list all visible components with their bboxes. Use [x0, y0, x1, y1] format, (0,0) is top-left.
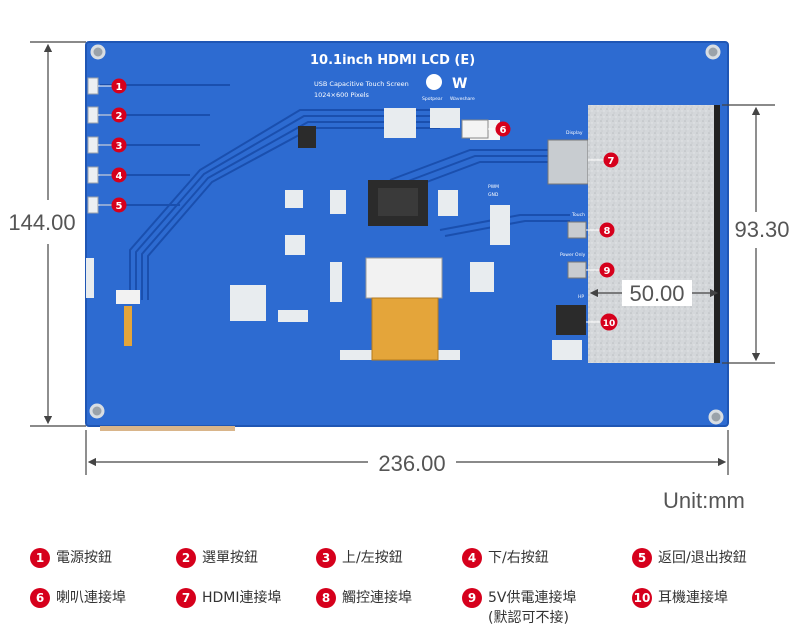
legend-text: 下/右按鈕 [488, 550, 549, 566]
legend-text: 5V供電連接埠 (默認可不接) [488, 590, 577, 626]
svg-text:10: 10 [603, 319, 616, 329]
callout-badge-4: 4 [111, 167, 127, 183]
legend-num: 7 [176, 588, 196, 608]
unit-label: Unit:mm [663, 488, 745, 513]
callout-badge-5: 5 [111, 197, 127, 213]
legend-text: 選單按鈕 [202, 550, 258, 566]
dim-label-bg-inner [622, 280, 692, 306]
callout-badge-7: 7 [603, 152, 619, 168]
svg-text:5: 5 [116, 201, 123, 212]
board-title: 10.1inch HDMI LCD (E) [310, 53, 475, 68]
legend-item-6: 6 喇叭連接埠 [30, 588, 126, 608]
label-gnd: GND [488, 192, 499, 198]
label-touch: Touch [571, 212, 585, 218]
audio-jack [556, 305, 586, 335]
legend-item-1: 1 電源按鈕 [30, 548, 112, 568]
brand-2: Waveshare [450, 96, 475, 102]
touch-usb-port [567, 221, 587, 239]
board-subtitle-1: USB Capacitive Touch Screen [314, 80, 409, 88]
legend-item-4: 4 下/右按鈕 [462, 548, 549, 568]
svg-text:7: 7 [608, 156, 615, 167]
legend-num: 9 [462, 588, 482, 608]
legend-num: 3 [316, 548, 336, 568]
legend-num: 8 [316, 588, 336, 608]
svg-text:9: 9 [604, 266, 611, 277]
hdmi-port [547, 139, 589, 185]
legend-text: 耳機連接埠 [658, 590, 728, 606]
bottom-strip [100, 426, 235, 431]
svg-text:6: 6 [500, 125, 507, 136]
svg-text:2: 2 [116, 111, 123, 122]
callout-badge-10: 10 [600, 313, 618, 331]
legend-num: 4 [462, 548, 482, 568]
legend-text: 觸控連接埠 [342, 590, 412, 606]
label-power: Power Only [560, 252, 586, 258]
callout-badge-8: 8 [599, 222, 615, 238]
label-display: Display [566, 130, 583, 136]
callout-leaders [98, 85, 604, 323]
legend-text: HDMI連接埠 [202, 590, 282, 606]
legend-text: 喇叭連接埠 [56, 590, 126, 606]
legend-text: 上/左按鈕 [342, 550, 403, 566]
callout-badge-6: 6 [495, 121, 511, 137]
dim-height-inner: 93.30 [734, 217, 789, 242]
legend-num: 1 [30, 548, 50, 568]
power-usb-port [567, 261, 587, 279]
legend-item-9: 9 5V供電連接埠 (默認可不接) [462, 588, 576, 628]
legend-item-3: 3 上/左按鈕 [316, 548, 403, 568]
callout-badge-3: 3 [111, 137, 127, 153]
callout-badge-9: 9 [599, 262, 615, 278]
flex-cable [371, 297, 439, 361]
callout-badge-1: 1 [111, 78, 127, 94]
label-hp: HP [578, 294, 584, 300]
speaker-connector [461, 119, 489, 139]
svg-text:1: 1 [116, 82, 123, 93]
dimension-lines [30, 41, 775, 475]
legend-text: 返回/退出按鈕 [658, 550, 747, 566]
fpc-connector [365, 257, 443, 299]
svg-text:8: 8 [604, 226, 611, 237]
callout-badge-2: 2 [111, 107, 127, 123]
legend-item-5: 5 返回/退出按鈕 [632, 548, 747, 568]
shield-edge [714, 105, 720, 363]
brand-logos: W [426, 74, 467, 92]
board-subtitle-2: 1024×600 Pixels [314, 91, 369, 99]
dim-width-total: 236.00 [378, 451, 445, 476]
legend-item-2: 2 選單按鈕 [176, 548, 258, 568]
legend-num: 5 [632, 548, 652, 568]
mounting-holes [89, 44, 724, 425]
legend-num: 10 [632, 588, 652, 608]
dim-height-total: 144.00 [8, 210, 75, 235]
legend-text: 電源按鈕 [56, 550, 112, 566]
svg-text:3: 3 [116, 141, 123, 152]
legend-num: 2 [176, 548, 196, 568]
dim-width-inner: 50.00 [629, 281, 684, 306]
legend-item-7: 7 HDMI連接埠 [176, 588, 282, 608]
legend-item-8: 8 觸控連接埠 [316, 588, 412, 608]
legend-item-10: 10 耳機連接埠 [632, 588, 728, 608]
brand-1: Spotpear [422, 96, 443, 102]
svg-text:W: W [452, 76, 467, 92]
svg-text:4: 4 [116, 171, 123, 182]
label-pwm: PWM [488, 184, 499, 190]
legend-num: 6 [30, 588, 50, 608]
